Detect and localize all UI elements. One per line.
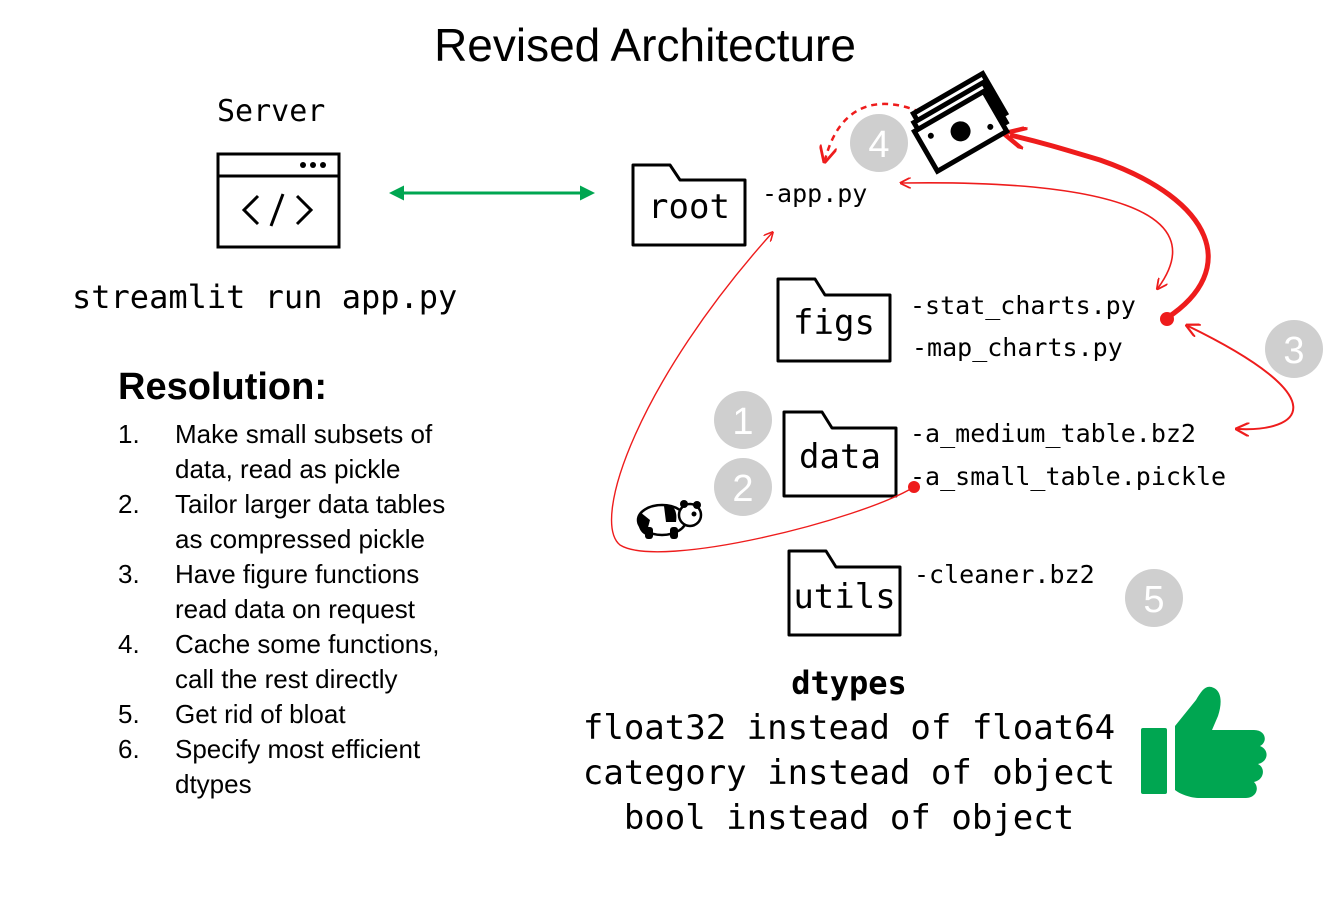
list-item: 3.Have figure functions read data on req… [118,559,420,624]
folder-icon [631,163,747,247]
panda-icon [636,500,703,539]
folder-icon [776,277,892,363]
folder-icon [787,549,902,637]
money-icon [909,70,1011,175]
folder-figs-label: figs [793,303,875,343]
figs-to-data-arrow [1188,326,1295,429]
step-badge-2 [714,458,772,516]
code-window-icon [216,152,341,249]
list-item: 2.Tailor larger data tables as compresse… [118,489,446,554]
dtype-line: bool instead of object [623,798,1075,838]
folder-utils-label: utils [793,577,896,617]
step-badge-1 [714,391,772,449]
file-small-table: -a_small_table.pickle [910,462,1227,491]
step-badge-4 [850,114,908,172]
figs-to-app-arrow [902,183,1174,288]
folder-data-label: data [799,437,881,477]
list-item: 6.Specify most efficient dtypes [118,734,421,799]
thumbs-up-icon [1141,686,1267,798]
folder-root-label: root [648,187,730,227]
step-number: 1 [732,401,753,443]
step-number: 3 [1283,330,1304,372]
step-number: 5 [1143,579,1164,621]
dtypes-title: dtypes [791,664,907,702]
cache-arrow [1010,135,1211,321]
run-command: streamlit run app.py [72,278,458,316]
page-title: Revised Architecture [434,19,856,71]
step-number: 2 [732,468,753,510]
list-item: 1.Make small subsets of data, read as pi… [118,419,433,484]
stat-charts-dot [1160,312,1174,326]
file-medium-table: -a_medium_table.bz2 [910,419,1196,448]
file-stat-charts: -stat_charts.py [910,291,1136,320]
file-cleaner: -cleaner.bz2 [914,560,1095,589]
step-badge-3 [1265,320,1323,378]
file-map-charts: -map_charts.py [912,333,1123,362]
folder-icon [782,410,898,498]
cached-call-arrow [825,102,921,160]
dtype-line: float32 instead of float64 [582,708,1116,748]
file-app-py: -app.py [762,179,868,208]
resolution-list: 1.Make small subsets of data, read as pi… [118,417,478,802]
list-item: 5.Get rid of bloat [118,699,346,729]
step-badge-5 [1125,569,1183,627]
small-table-dot [908,481,920,493]
list-item: 4.Cache some functions, call the rest di… [118,629,440,694]
resolution-title: Resolution: [118,366,327,408]
server-label: Server [217,94,326,129]
data-to-app-arrow [610,233,915,553]
dtype-line: category instead of object [582,753,1116,793]
step-number: 4 [868,124,889,166]
